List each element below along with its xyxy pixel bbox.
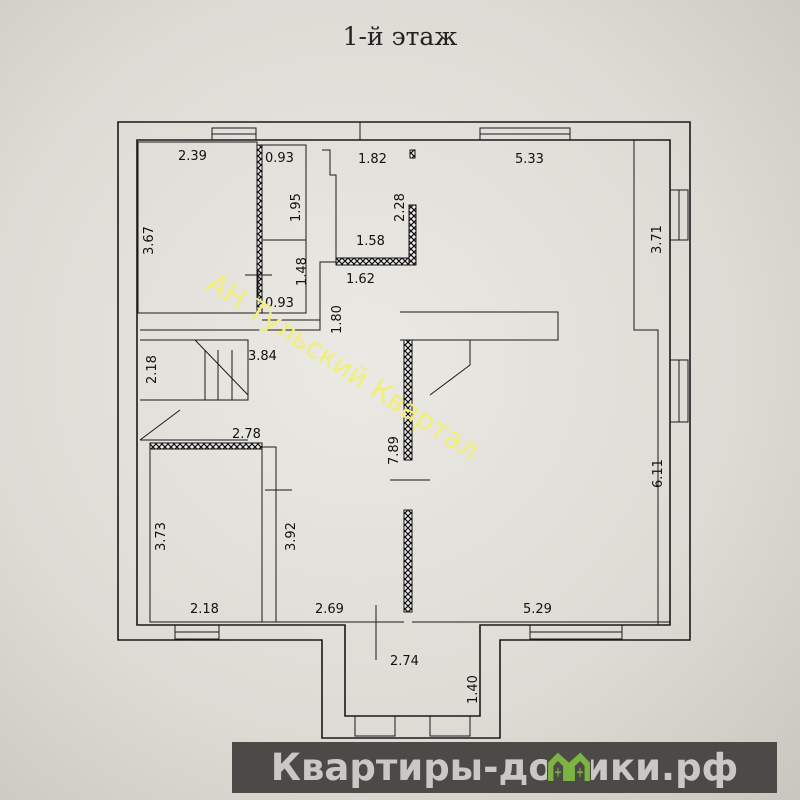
site-banner: Квартиры-домики.рф bbox=[232, 742, 777, 793]
dim-label: 3.73 bbox=[154, 522, 169, 551]
dim-label: 3.92 bbox=[284, 522, 299, 551]
dim-label: 2.18 bbox=[190, 602, 219, 617]
dim-label: 1.80 bbox=[330, 305, 345, 334]
dim-label: 2.69 bbox=[315, 602, 344, 617]
dim-label: 1.95 bbox=[289, 193, 304, 222]
dim-label: 3.84 bbox=[248, 349, 277, 364]
interior-walls bbox=[137, 140, 670, 660]
windows bbox=[174, 122, 689, 737]
house-logo-icon bbox=[546, 751, 591, 781]
dim-label: 0.93 bbox=[265, 151, 294, 166]
dim-label: 5.33 bbox=[515, 152, 544, 167]
dim-label: 2.39 bbox=[178, 149, 207, 164]
floor-title: 1-й этаж bbox=[342, 22, 458, 51]
dim-label: 2.28 bbox=[393, 193, 408, 222]
dim-label: 2.74 bbox=[390, 654, 419, 669]
dim-label: 1.58 bbox=[356, 234, 385, 249]
dim-label: 3.71 bbox=[650, 225, 665, 254]
dim-label: 3.67 bbox=[142, 226, 157, 255]
dim-label: 1.48 bbox=[295, 257, 310, 286]
dim-label: 1.62 bbox=[346, 272, 375, 287]
dim-label: 7.89 bbox=[387, 436, 402, 465]
dim-label: 2.18 bbox=[145, 355, 160, 384]
dim-label: 1.40 bbox=[466, 675, 481, 704]
dim-label: 1.82 bbox=[358, 152, 387, 167]
dim-label: 6.11 bbox=[651, 459, 666, 488]
dim-label: 2.78 bbox=[232, 427, 261, 442]
dim-label: 5.29 bbox=[523, 602, 552, 617]
banner-text: Квартиры-домики.рф bbox=[270, 746, 739, 789]
dimension-labels: 2.39 0.93 1.82 5.33 3.67 1.95 2.28 1.58 … bbox=[142, 149, 666, 704]
dim-label: 0.93 bbox=[265, 296, 294, 311]
